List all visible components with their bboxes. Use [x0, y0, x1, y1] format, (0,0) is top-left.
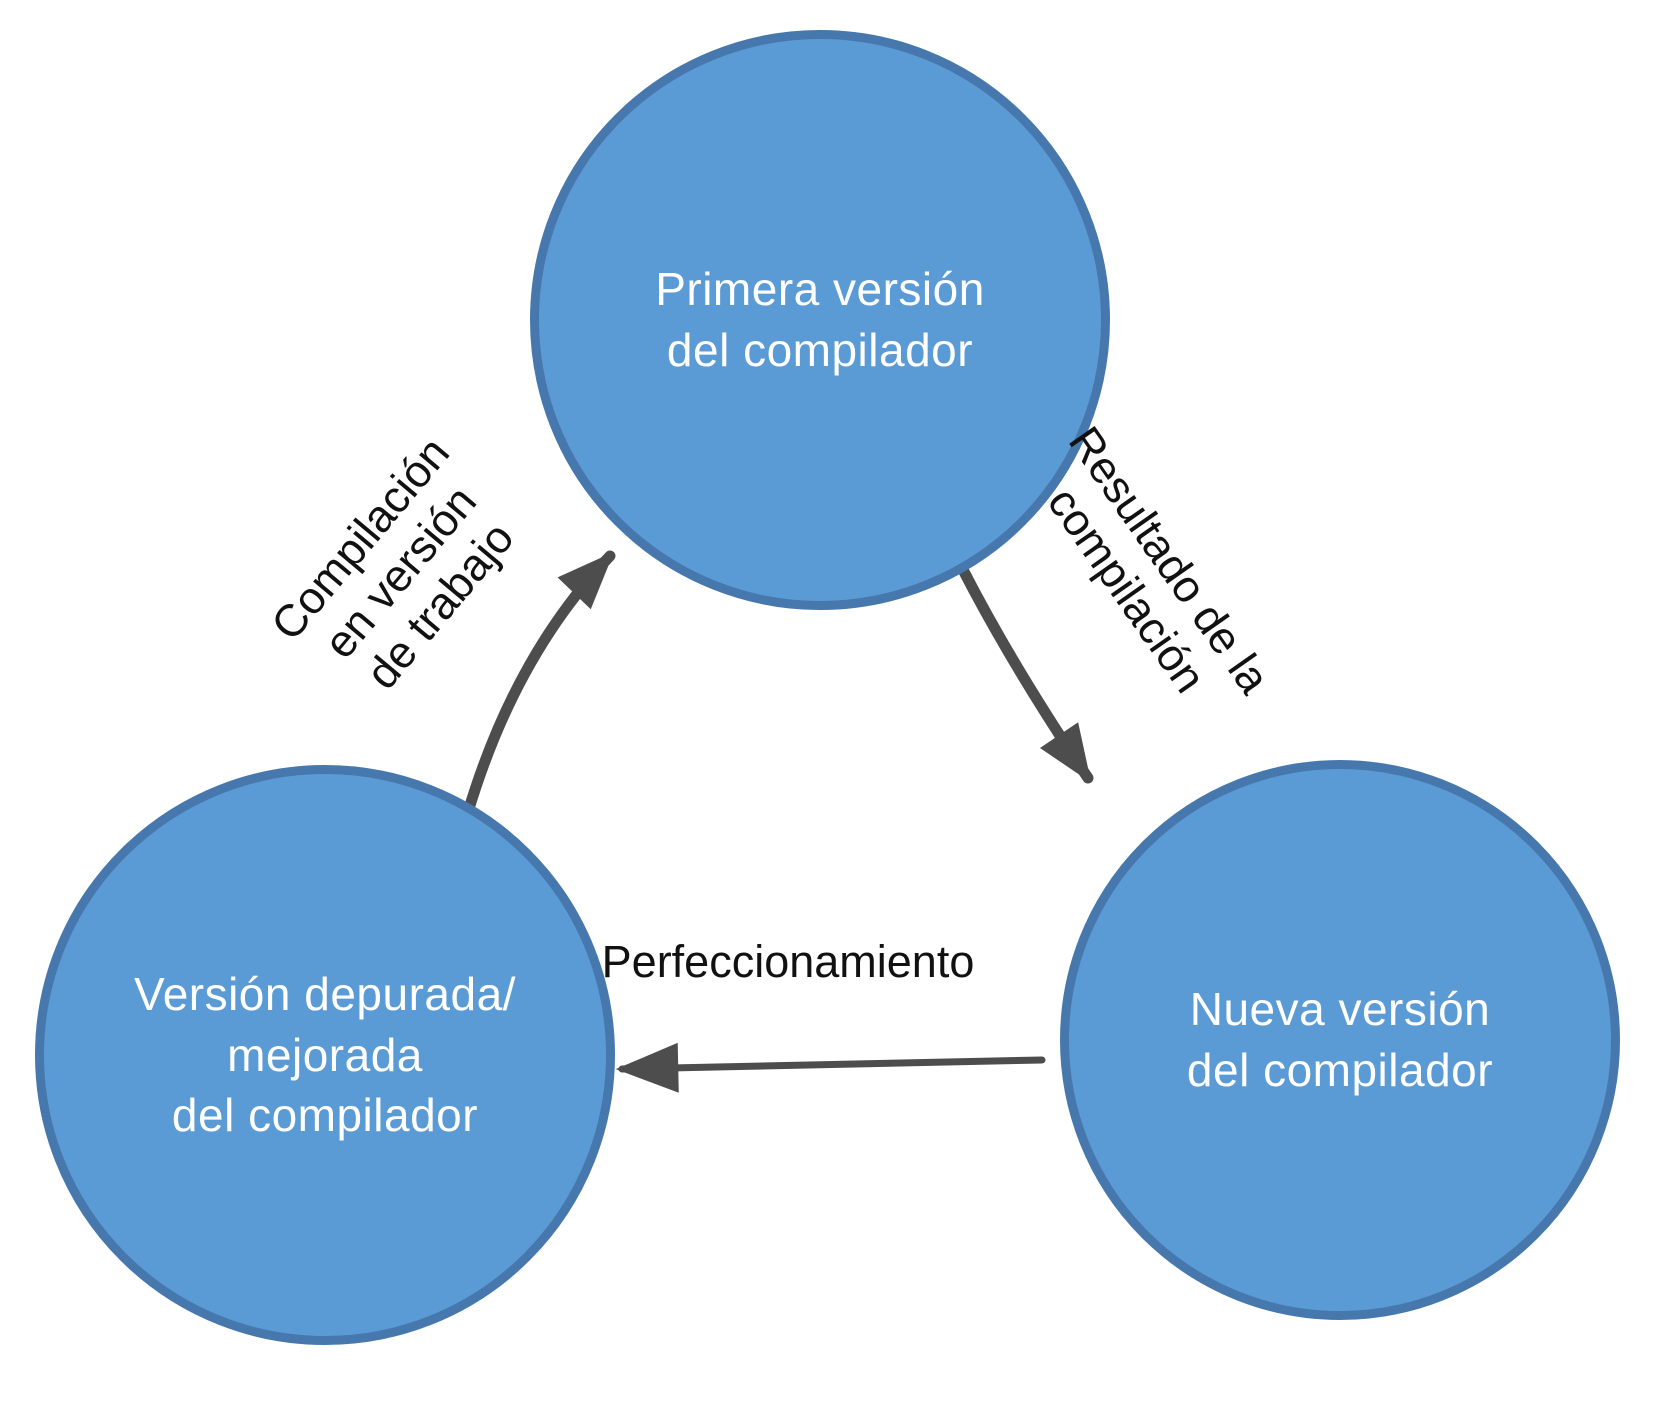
edge-label-perfeccionamiento: Perfeccionamiento [601, 936, 975, 988]
arrow-resultado-de-la-compilacion [946, 542, 1094, 784]
arrow-compilacion-en-version-de-trabajo [462, 550, 616, 818]
node-primera-version: Primera versión del compilador [530, 30, 1110, 610]
node-nueva-version-label: Nueva versión del compilador [1186, 983, 1494, 1096]
arrow-perfeccionamiento [615, 1042, 1046, 1093]
node-version-depurada: Versión depurada/ mejorada del compilado… [35, 765, 615, 1345]
node-nueva-version: Nueva versión del compilador [1060, 760, 1620, 1320]
node-version-depurada-label: Versión depurada/ mejorada del compilado… [134, 967, 516, 1142]
node-primera-version-label: Primera versión del compilador [655, 263, 985, 376]
